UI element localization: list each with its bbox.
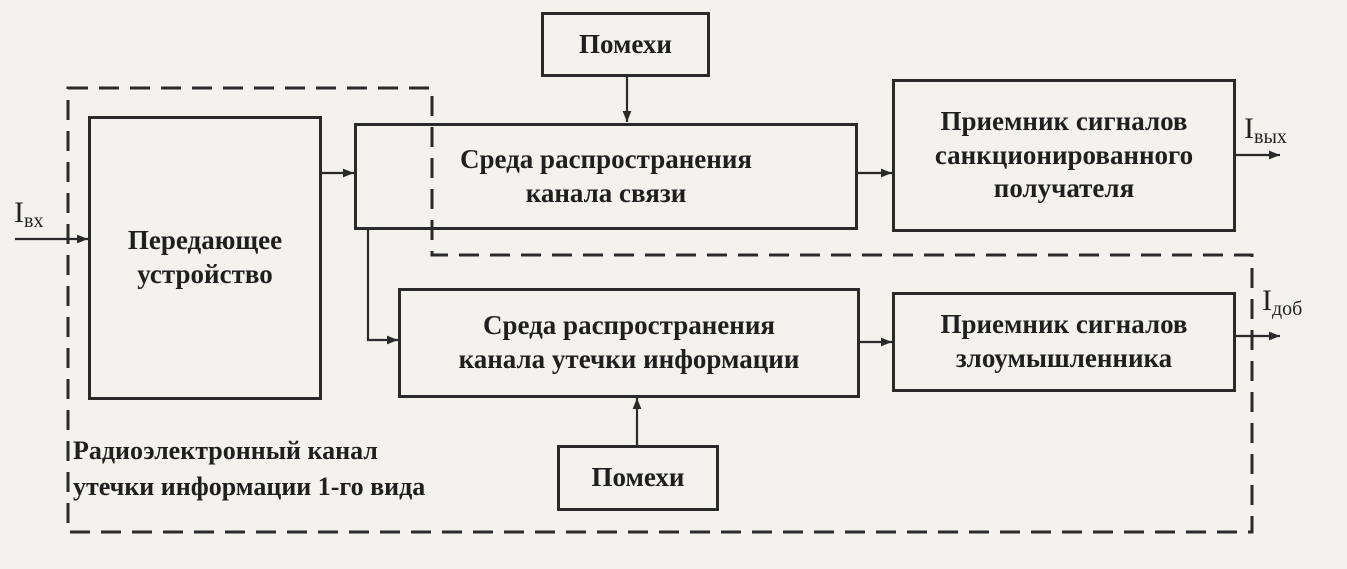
input-subscript: вх bbox=[24, 210, 44, 232]
transmitter-line-1: Передающее bbox=[127, 225, 283, 256]
output-symbol: I bbox=[1244, 112, 1254, 145]
caption-line-1: Радиоэлектронный канал bbox=[73, 436, 378, 465]
input-symbol: I bbox=[14, 196, 24, 229]
leak-channel-boundary bbox=[66, 86, 1254, 534]
leak-channel-box: Среда распространения канала утечки инфо… bbox=[398, 288, 860, 398]
comm-channel-line-2: канала связи bbox=[525, 177, 687, 208]
output-label: Iвых bbox=[1244, 112, 1287, 149]
extra-symbol: I bbox=[1262, 284, 1272, 317]
authorized-receiver-line-3: получателя bbox=[993, 173, 1135, 204]
comm-channel-line-1: Среда распространения bbox=[460, 143, 752, 174]
arrow-branch-to-leak bbox=[366, 229, 398, 345]
noise-top-label: Помехи bbox=[579, 28, 672, 59]
noise-bottom-box: Помехи bbox=[557, 445, 719, 511]
attacker-receiver-box: Приемник сигналов злоумышленника bbox=[892, 292, 1236, 392]
caption-line-2: утечки информации 1-го вида bbox=[73, 472, 426, 502]
leak-channel-line-1: Среда распространения bbox=[483, 310, 775, 341]
input-label: Iвх bbox=[14, 196, 43, 233]
noise-top-box: Помехи bbox=[541, 12, 710, 77]
authorized-receiver-box: Приемник сигналов санкционированного пол… bbox=[892, 79, 1236, 232]
transmitter-box: Передающее устройство bbox=[88, 116, 322, 400]
comm-channel-box: Среда распространения канала связи bbox=[354, 123, 858, 230]
authorized-receiver-line-1: Приемник сигналов bbox=[940, 105, 1188, 136]
noise-bottom-label: Помехи bbox=[591, 462, 685, 493]
transmitter-line-2: устройство bbox=[137, 259, 273, 289]
leak-channel-line-2: канала утечки информации bbox=[458, 344, 800, 374]
extra-subscript: доб bbox=[1272, 298, 1303, 320]
channel-caption: Радиоэлектронный канал утечки информации… bbox=[73, 433, 425, 506]
extra-output-label: Iдоб bbox=[1262, 284, 1302, 321]
output-subscript: вых bbox=[1254, 126, 1287, 148]
attacker-receiver-line-1: Приемник сигналов bbox=[940, 309, 1188, 340]
attacker-receiver-line-2: злоумышленника bbox=[955, 343, 1173, 373]
authorized-receiver-line-2: санкционированного bbox=[934, 139, 1194, 170]
